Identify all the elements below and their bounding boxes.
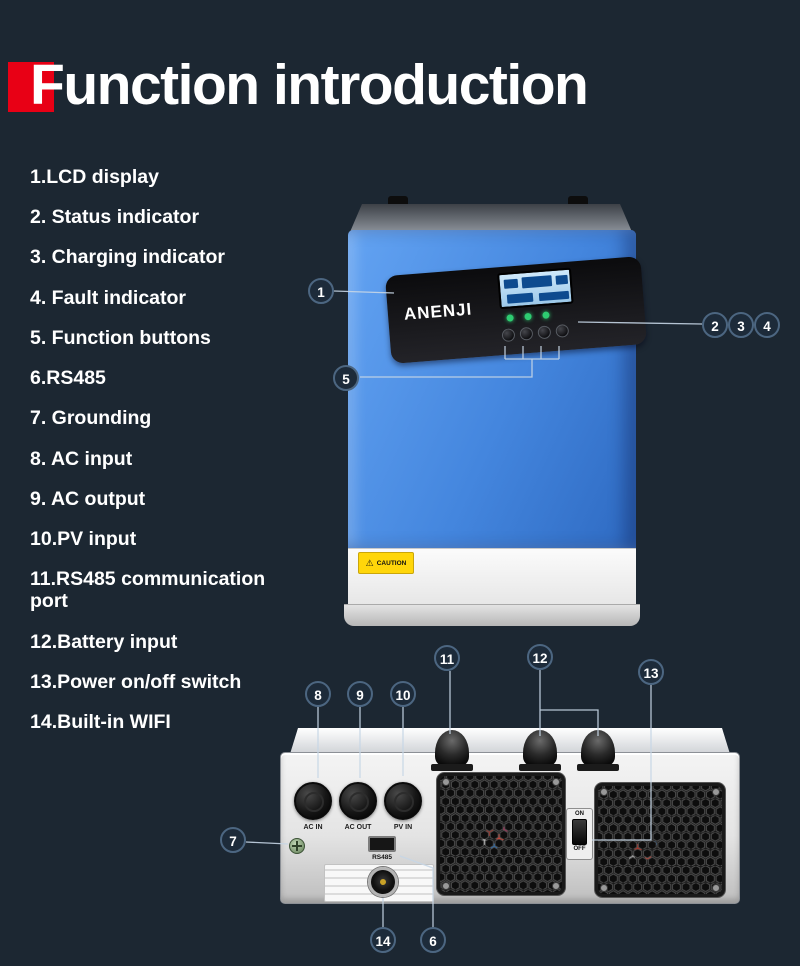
fan-grille-left <box>436 772 566 896</box>
callout-badge-1: 1 <box>308 278 334 304</box>
power-switch: ON OFF <box>566 808 593 860</box>
lcd-glyph <box>555 274 569 285</box>
callout-badge-5: 5 <box>333 365 359 391</box>
function-button <box>555 323 570 338</box>
callout-badge-9: 9 <box>347 681 373 707</box>
feature-list: 1.LCD display 2. Status indicator 3. Cha… <box>30 166 292 751</box>
charging-indicator-led <box>524 312 532 321</box>
function-button <box>519 326 534 341</box>
warning-icon: ⚠ <box>365 557 374 568</box>
cable-gland <box>519 730 561 771</box>
feature-item: 9. AC output <box>30 487 146 510</box>
pv-in-port <box>384 782 422 820</box>
feature-item: 4. Fault indicator <box>30 286 187 309</box>
ac-out-label: AC OUT <box>344 824 372 831</box>
front-base <box>344 604 640 626</box>
feature-item: 13.Power on/off switch <box>30 670 242 693</box>
ac-out-port <box>339 782 377 820</box>
rs485-label: RS485 <box>372 854 392 861</box>
lcd-screen <box>497 267 574 310</box>
switch-off-label: OFF <box>573 846 586 852</box>
fan-grille-right <box>594 782 726 898</box>
feature-item: 7. Grounding <box>30 407 152 430</box>
top-cap <box>350 204 632 232</box>
inverter-rear-view: AC IN AC OUT PV IN RS485 <box>280 724 740 908</box>
callout-badge-6: 6 <box>420 927 446 953</box>
feature-item: 14.Built-in WIFI <box>30 711 171 734</box>
switch-on-label: ON <box>575 811 584 817</box>
callout-badge-11: 11 <box>434 645 460 671</box>
feature-item: 12.Battery input <box>30 630 178 653</box>
switch-rocker <box>572 819 587 845</box>
caution-sticker: ⚠ CAUTION <box>358 552 414 574</box>
callout-badge-2: 2 <box>702 312 728 338</box>
feature-item: 6.RS485 <box>30 367 106 390</box>
callout-badge-3: 3 <box>728 312 754 338</box>
pv-in-label: PV IN <box>393 824 413 831</box>
callout-badge-8: 8 <box>305 681 331 707</box>
lcd-glyph <box>503 278 519 289</box>
feature-item: 10.PV input <box>30 527 137 550</box>
ground-screw <box>289 838 305 854</box>
callout-badge-14: 14 <box>370 927 396 953</box>
inverter-front-view: ANENJI ⚠ CAUTION <box>344 196 648 632</box>
feature-item: 3. Charging indicator <box>30 246 226 269</box>
feature-item: 2. Status indicator <box>30 206 200 229</box>
function-button <box>537 325 552 340</box>
ac-in-label: AC IN <box>303 824 323 831</box>
title-accent-square <box>8 62 54 112</box>
feature-item: 11.RS485 communication port <box>30 568 266 613</box>
lcd-glyph <box>538 290 570 302</box>
feature-item: 5. Function buttons <box>30 326 211 349</box>
cable-gland <box>431 730 473 771</box>
feature-item: 8. AC input <box>30 447 133 470</box>
page-title: Function introduction <box>30 53 589 117</box>
rear-top-face <box>290 728 730 754</box>
function-button <box>501 328 516 343</box>
callout-badge-10: 10 <box>390 681 416 707</box>
callout-badge-13: 13 <box>638 659 664 685</box>
callout-badge-4: 4 <box>754 312 780 338</box>
brand-logo: ANENJI <box>403 299 473 324</box>
feature-item: 1.LCD display <box>30 166 159 188</box>
ac-in-port <box>294 782 332 820</box>
status-indicator-led <box>506 314 514 322</box>
wifi-connector <box>368 867 398 897</box>
fault-indicator-led <box>542 311 550 319</box>
callout-badge-7: 7 <box>220 827 246 853</box>
lcd-glyph <box>521 275 553 289</box>
caution-label: CAUTION <box>376 559 407 567</box>
rs485-port <box>368 836 396 852</box>
lcd-glyph <box>506 292 534 304</box>
cable-gland <box>577 730 619 771</box>
callout-badge-12: 12 <box>527 644 553 670</box>
